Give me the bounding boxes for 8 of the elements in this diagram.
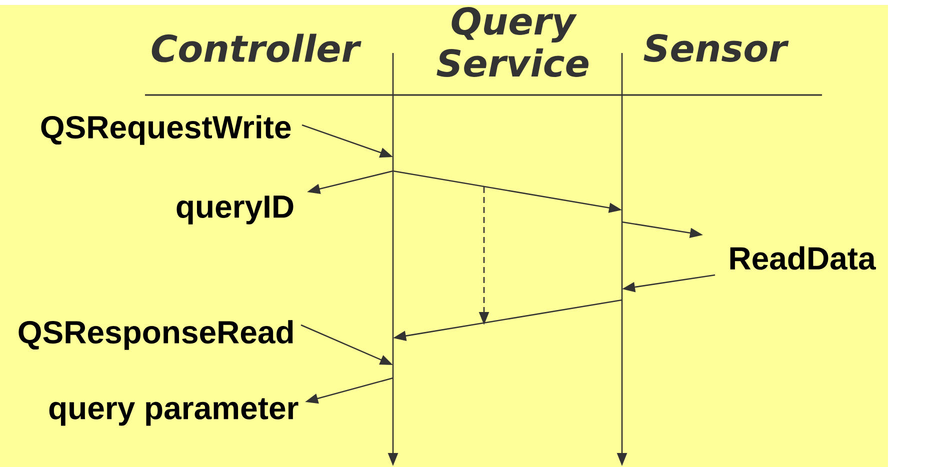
message-label: query parameter [49,398,298,426]
message-label: QSResponseRead [18,320,293,350]
column-heading: Query Service [436,7,588,77]
column-heading: Sensor [644,34,789,62]
column-heading: Controller [152,34,362,62]
message-label: queryID [176,196,294,224]
message-label: ReadData [730,246,876,270]
message-label: QSRequestWrite [41,115,291,145]
